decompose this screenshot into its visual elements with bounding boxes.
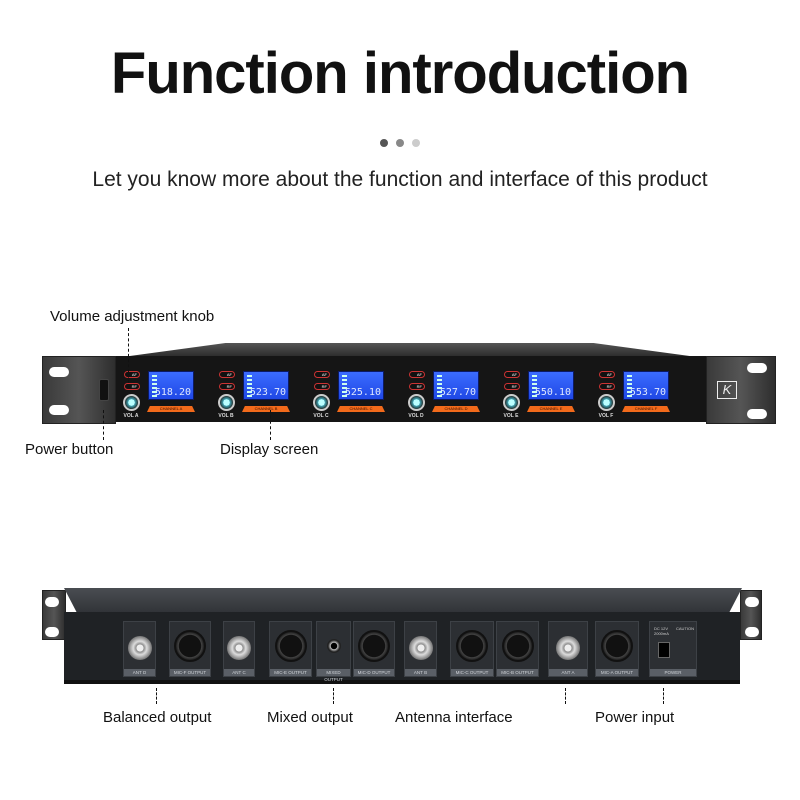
callout-mixed-output: Mixed output bbox=[267, 709, 353, 726]
rear-port: MIC-F OUTPUT bbox=[169, 621, 211, 677]
rear-port: DC 12V 2000mA CAUTION POWER bbox=[649, 621, 697, 677]
rf-indicator: RF bbox=[314, 383, 330, 390]
display-screen: 523.70 bbox=[243, 371, 289, 400]
display-screen: 525.10 bbox=[338, 371, 384, 400]
bnc-antenna-connector[interactable] bbox=[408, 636, 433, 660]
audio-jack[interactable] bbox=[326, 639, 341, 653]
display-screen: 553.70 bbox=[623, 371, 669, 400]
channel-label: CHANNEL C bbox=[337, 406, 385, 412]
af-indicator: AF bbox=[599, 371, 615, 378]
af-indicator: AF bbox=[219, 371, 235, 378]
pager-dot bbox=[396, 139, 404, 147]
port-label: MIC-F OUTPUT bbox=[170, 669, 210, 676]
port-label: ANT D bbox=[124, 669, 155, 676]
volume-label: VOL E bbox=[503, 413, 519, 419]
rf-indicator: RF bbox=[599, 383, 615, 390]
port-label: MIC-B OUTPUT bbox=[497, 669, 538, 676]
volume-knob[interactable] bbox=[503, 394, 520, 411]
rf-indicator: RF bbox=[504, 383, 520, 390]
xlr-connector[interactable] bbox=[501, 630, 534, 662]
xlr-connector[interactable] bbox=[456, 630, 488, 662]
display-screen: 518.20 bbox=[148, 371, 194, 400]
callout-power-button: Power button bbox=[25, 441, 114, 458]
callout-power-input: Power input bbox=[595, 709, 675, 726]
volume-knob[interactable] bbox=[598, 394, 615, 411]
volume-label: VOL F bbox=[598, 413, 614, 419]
channel-label: CHANNEL F bbox=[622, 406, 670, 412]
subtitle: Let you know more about the function and… bbox=[92, 168, 708, 191]
rear-port: ANT A bbox=[548, 621, 588, 677]
rear-port: MIXED OUTPUT bbox=[316, 621, 351, 682]
chassis-top bbox=[122, 343, 697, 357]
rear-port: ANT B bbox=[404, 621, 437, 677]
volume-knob[interactable] bbox=[123, 394, 140, 411]
rf-indicator: RF bbox=[124, 383, 140, 390]
rear-port: ANT D bbox=[123, 621, 156, 677]
volume-label: VOL A bbox=[123, 413, 139, 419]
channel-label: CHANNEL E bbox=[527, 406, 575, 412]
volume-knob[interactable] bbox=[408, 394, 425, 411]
callout-volume-knob: Volume adjustment knob bbox=[50, 308, 215, 325]
front-panel-image: K AF RF 518.20 VOL A CHANNEL A AF RF 523.… bbox=[42, 340, 777, 430]
af-indicator: AF bbox=[314, 371, 330, 378]
rear-port: MIC-E OUTPUT bbox=[269, 621, 312, 677]
af-indicator: AF bbox=[504, 371, 520, 378]
rf-indicator: RF bbox=[409, 383, 425, 390]
callout-balanced-output: Balanced output bbox=[103, 709, 212, 726]
channel-label: CHANNEL D bbox=[432, 406, 480, 412]
volume-label: VOL C bbox=[313, 413, 329, 419]
rear-port: MIC-A OUTPUT bbox=[595, 621, 639, 677]
channel-label: CHANNEL B bbox=[242, 406, 290, 412]
af-indicator: AF bbox=[124, 371, 140, 378]
port-label: MIXED OUTPUT bbox=[317, 669, 350, 682]
bnc-antenna-connector[interactable] bbox=[127, 636, 152, 660]
rack-ear-left bbox=[42, 356, 116, 424]
bnc-antenna-connector[interactable] bbox=[556, 636, 580, 660]
rear-port: MIC-C OUTPUT bbox=[450, 621, 494, 677]
port-label: POWER bbox=[650, 669, 696, 676]
xlr-connector[interactable] bbox=[601, 630, 633, 662]
bnc-antenna-connector[interactable] bbox=[227, 636, 251, 660]
power-switch[interactable] bbox=[99, 379, 109, 401]
volume-label: VOL B bbox=[218, 413, 234, 419]
port-label: ANT B bbox=[405, 669, 436, 676]
pager-dot bbox=[380, 139, 388, 147]
port-label: ANT A bbox=[549, 669, 587, 676]
page-title: Function introduction bbox=[110, 41, 690, 106]
xlr-connector[interactable] bbox=[274, 630, 307, 662]
rack-ear-right: K bbox=[706, 356, 776, 424]
caution-text: CAUTION bbox=[676, 626, 694, 631]
brand-logo: K bbox=[717, 381, 737, 399]
callout-display-screen: Display screen bbox=[220, 441, 319, 458]
rear-port: MIC-D OUTPUT bbox=[353, 621, 395, 677]
volume-knob[interactable] bbox=[218, 394, 235, 411]
rear-panel-image bbox=[42, 588, 762, 640]
xlr-connector[interactable] bbox=[174, 630, 206, 662]
pager-dot bbox=[412, 139, 420, 147]
port-label: MIC-E OUTPUT bbox=[270, 669, 311, 676]
display-screen: 527.70 bbox=[433, 371, 479, 400]
port-label: MIC-C OUTPUT bbox=[451, 669, 493, 676]
xlr-connector[interactable] bbox=[358, 630, 390, 662]
dc-power-jack[interactable] bbox=[658, 642, 670, 658]
callout-antenna-interface: Antenna interface bbox=[395, 709, 513, 726]
volume-knob[interactable] bbox=[313, 394, 330, 411]
port-label: MIC-A OUTPUT bbox=[596, 669, 638, 676]
power-spec: DC 12V 2000mA bbox=[654, 626, 669, 636]
rear-port: ANT C bbox=[223, 621, 255, 677]
rf-indicator: RF bbox=[219, 383, 235, 390]
volume-label: VOL D bbox=[408, 413, 424, 419]
channel-label: CHANNEL A bbox=[147, 406, 195, 412]
af-indicator: AF bbox=[409, 371, 425, 378]
port-label: ANT C bbox=[224, 669, 254, 676]
rear-port: MIC-B OUTPUT bbox=[496, 621, 539, 677]
display-screen: 550.10 bbox=[528, 371, 574, 400]
port-label: MIC-D OUTPUT bbox=[354, 669, 394, 676]
